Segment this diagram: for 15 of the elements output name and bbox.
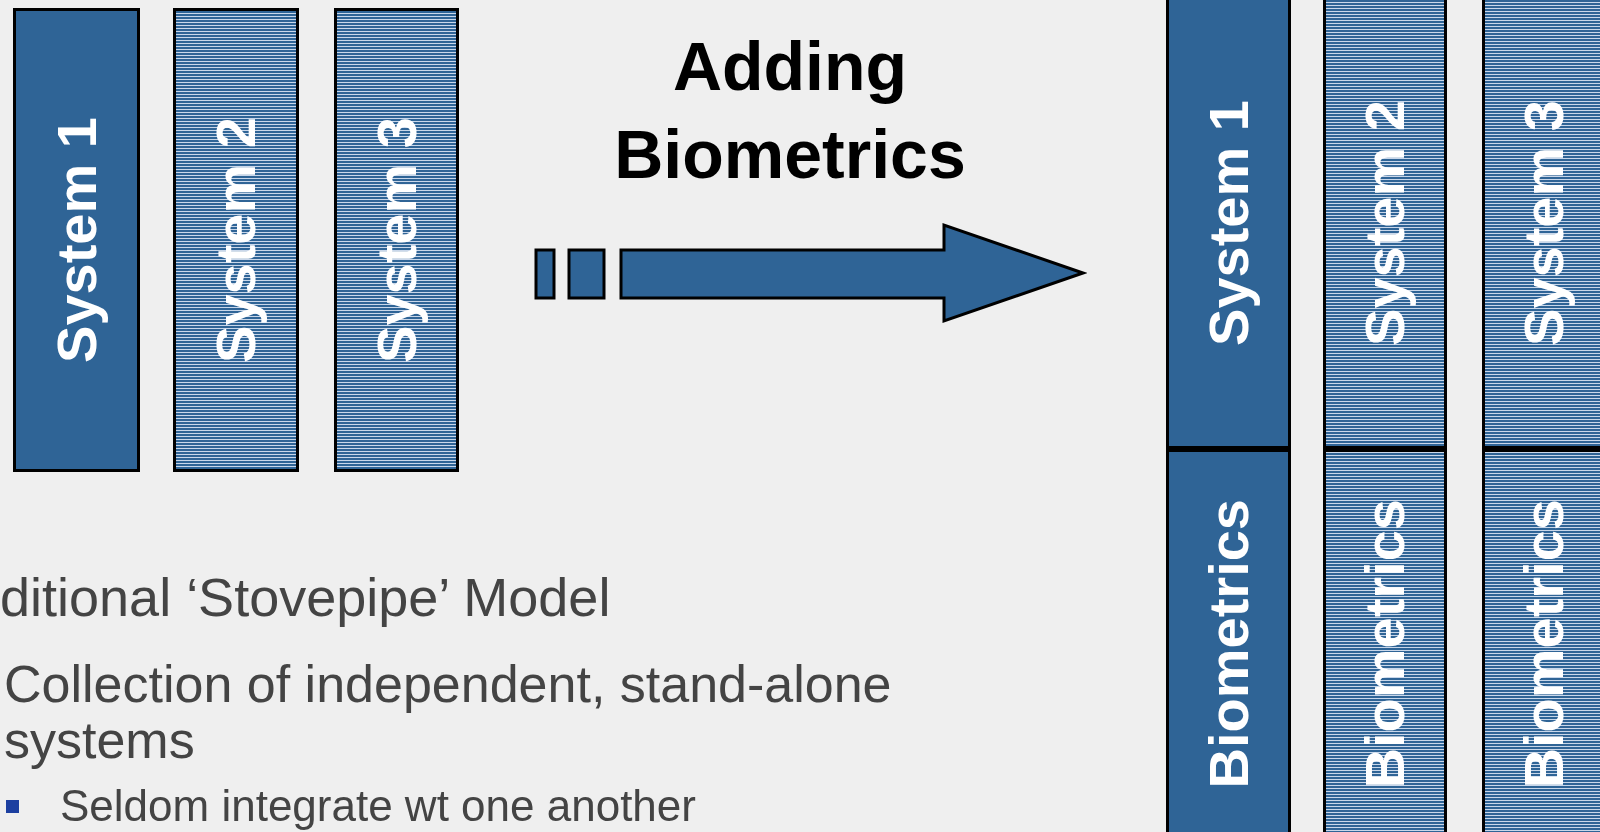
column-label: Biometrics [1516, 499, 1572, 789]
system-column [1482, 0, 1600, 449]
column-label: Biometrics [1200, 499, 1257, 789]
system-column [334, 8, 459, 472]
bullet-text: Collection of independent, stand-alone systems [4, 656, 893, 768]
system-column [173, 8, 299, 472]
column-label: Biometrics [1357, 499, 1413, 789]
system-column [1482, 449, 1600, 832]
system-column [1323, 449, 1447, 832]
system-column [1166, 0, 1291, 449]
system-column [1323, 0, 1447, 449]
system-column [13, 8, 140, 472]
arrow-caption: Adding Biometrics [613, 27, 967, 194]
bullet-text: Seldom integrate wt one another [60, 782, 696, 830]
system-column [1166, 449, 1291, 832]
